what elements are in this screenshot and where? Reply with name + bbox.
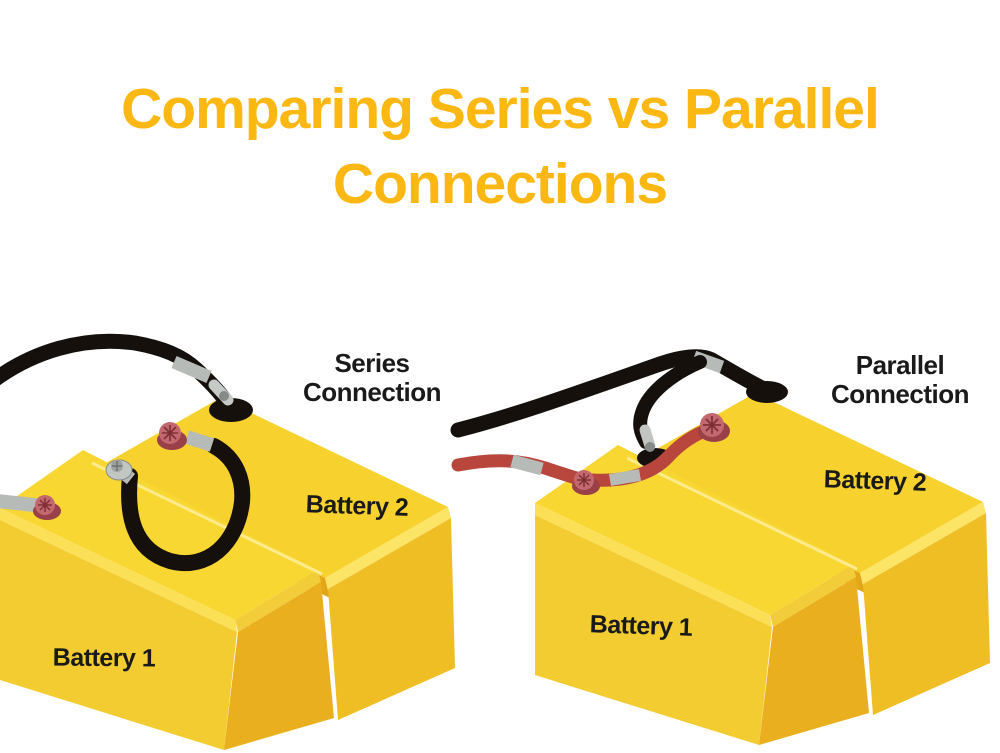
page-title-line1: Comparing Series vs Parallel xyxy=(121,77,880,141)
parallel-jumper-screw xyxy=(645,442,655,452)
series-main-black-cable xyxy=(0,333,235,411)
page-title-line2: Connections xyxy=(332,152,668,216)
series-battery-illustration xyxy=(0,333,457,752)
parallel-connection-heading: Parallel Connection xyxy=(795,351,1000,409)
parallel-red-jumper-sleeve xyxy=(609,469,641,486)
parallel-battery2-label: Battery 2 xyxy=(823,465,927,497)
series-jumper-sleeve-right xyxy=(184,430,215,452)
parallel-main-red-cable xyxy=(451,454,590,487)
series-connection-heading: Series Connection xyxy=(272,349,472,407)
parallel-battery-pair xyxy=(533,391,992,747)
series-cable-connector xyxy=(171,356,212,383)
page-title: Comparing Series vs Parallel Connections xyxy=(0,72,1000,222)
series-battery1-label: Battery 1 xyxy=(52,643,156,673)
parallel-heading-line1: Parallel xyxy=(855,350,945,380)
series-jumper-cable xyxy=(121,438,251,571)
parallel-battery-illustration xyxy=(450,349,992,747)
parallel-battery2-red-terminal xyxy=(698,413,730,442)
series-screw-cross xyxy=(112,461,122,471)
series-battery2-red-terminal xyxy=(157,422,187,450)
parallel-red-cable-connector xyxy=(510,454,544,476)
parallel-battery1-red-terminal xyxy=(572,470,600,495)
series-heading-line2: Connection xyxy=(303,377,442,407)
parallel-heading-line2: Connection xyxy=(831,379,970,409)
battery-illustrations xyxy=(0,333,992,752)
series-battery1-red-terminal xyxy=(33,495,61,520)
parallel-battery1-label: Battery 1 xyxy=(589,610,693,642)
series-heading-line1: Series xyxy=(334,348,410,378)
series-lug-screw xyxy=(219,391,229,401)
parallel-main-black-cable xyxy=(450,349,770,438)
series-battery2-label: Battery 2 xyxy=(305,490,409,522)
series-left-cable-lug xyxy=(0,494,41,512)
